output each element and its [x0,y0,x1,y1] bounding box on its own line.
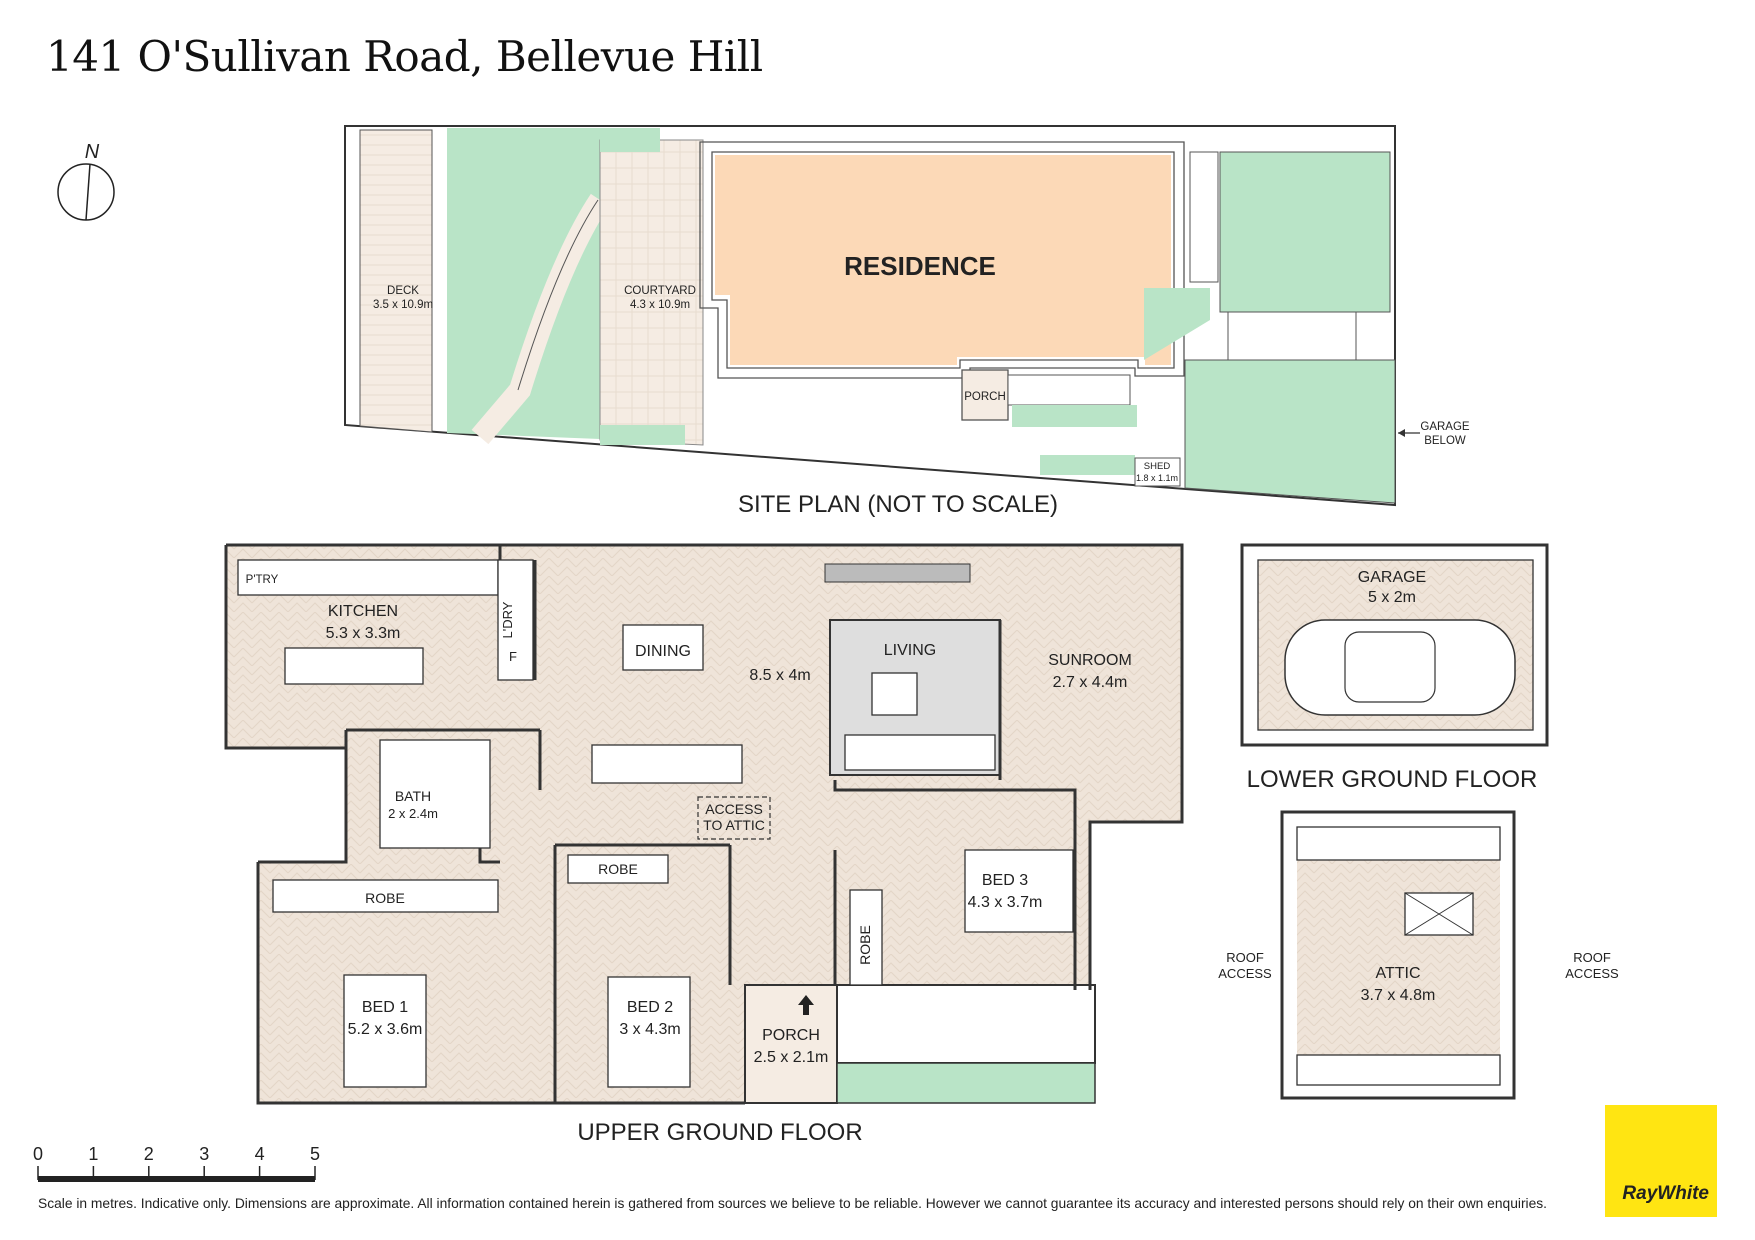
dining-label: DINING [635,643,691,660]
attic-label: ATTIC [1375,965,1420,982]
car-icon [1284,619,1516,716]
pantry-label: P'TRY [246,574,279,586]
lower-floor-label: LOWER GROUND FLOOR [1247,766,1538,793]
bed1-label: BED 1 [362,999,408,1016]
courtyard-label: COURTYARD [624,285,696,297]
living-dims: 8.5 x 4m [749,667,810,684]
entry-arrow-icon [798,995,814,1015]
sunroom-dims: 2.7 x 4.4m [1053,674,1128,691]
attic-access-line2: TO ATTIC [703,817,765,833]
shed-label: SHED [1144,461,1171,472]
bed3-label: BED 3 [982,872,1028,889]
fridge-label: F [509,649,517,664]
logo-text: RayWhite [1622,1183,1709,1204]
garage-below-line1: GARAGE [1420,421,1470,433]
attic: ATTIC 3.7 x 4.8m ROOF ACCESS ROOF ACCESS [1218,810,1619,1100]
page-title: 141 O'Sullivan Road, Bellevue Hill [46,32,763,81]
laundry-label: L'DRY [500,601,515,638]
lower-ground-floor: GARAGE 5 x 2m LOWER GROUND FLOOR [1240,543,1549,793]
upper-floor-label: UPPER GROUND FLOOR [577,1119,862,1146]
attic-dims: 3.7 x 4.8m [1361,987,1436,1004]
site-plan: RESIDENCE DECK 3.5 x 10.9m COURTYARD 4.3… [344,125,1470,518]
bed2-dims: 3 x 4.3m [619,1021,680,1038]
scale-tick-label: 3 [199,1144,209,1164]
porch-label: PORCH [762,1027,820,1044]
courtyard-dims: 4.3 x 10.9m [630,299,690,311]
bath-dims: 2 x 2.4m [388,806,438,821]
compass: N [57,141,115,221]
shed-dims: 1.8 x 1.1m [1136,473,1178,483]
garage-label: GARAGE [1358,569,1426,586]
robe-2-label: ROBE [598,861,638,877]
scale-tick-label: 1 [88,1144,98,1164]
bed2-label: BED 2 [627,999,673,1016]
bed1-dims: 5.2 x 3.6m [348,1021,423,1038]
raywhite-logo: RayWhite [1605,1105,1717,1217]
porch-dims: 2.5 x 2.1m [754,1049,829,1066]
kitchen-label: KITCHEN [328,603,398,620]
robe-1-label: ROBE [365,890,405,906]
roof-access-right-line1: ROOF [1573,950,1611,965]
scale-tick-label: 4 [255,1144,265,1164]
scale-tick-label: 5 [310,1144,320,1164]
roof-access-right-line2: ACCESS [1565,966,1619,981]
upper-ground-floor: P'TRY KITCHEN 5.3 x 3.3m L'DRY F DINING … [224,543,1184,1146]
disclaimer-text: Scale in metres. Indicative only. Dimens… [38,1196,1548,1211]
attic-access-line1: ACCESS [705,801,763,817]
sunroom-label: SUNROOM [1048,652,1132,669]
kitchen-dims: 5.3 x 3.3m [326,625,401,642]
scale-tick-label: 2 [144,1144,154,1164]
residence-label: RESIDENCE [844,251,996,281]
site-porch-label: PORCH [964,391,1006,403]
garage-below-line2: BELOW [1424,435,1466,447]
scale-bar: 0 1 2 3 4 5 [33,1144,320,1182]
compass-label: N [85,141,100,163]
bed3-dims: 4.3 x 3.7m [968,894,1043,911]
living-label: LIVING [884,642,936,659]
roof-access-left-line1: ROOF [1226,950,1264,965]
garage-dims: 5 x 2m [1368,589,1416,606]
roof-access-left-line2: ACCESS [1218,966,1272,981]
robe-3-label: ROBE [857,925,873,965]
deck-dims: 3.5 x 10.9m [373,299,433,311]
site-plan-label: SITE PLAN (NOT TO SCALE) [738,491,1058,518]
deck-label: DECK [387,285,419,297]
scale-tick-label: 0 [33,1144,43,1164]
bath-label: BATH [395,788,431,804]
